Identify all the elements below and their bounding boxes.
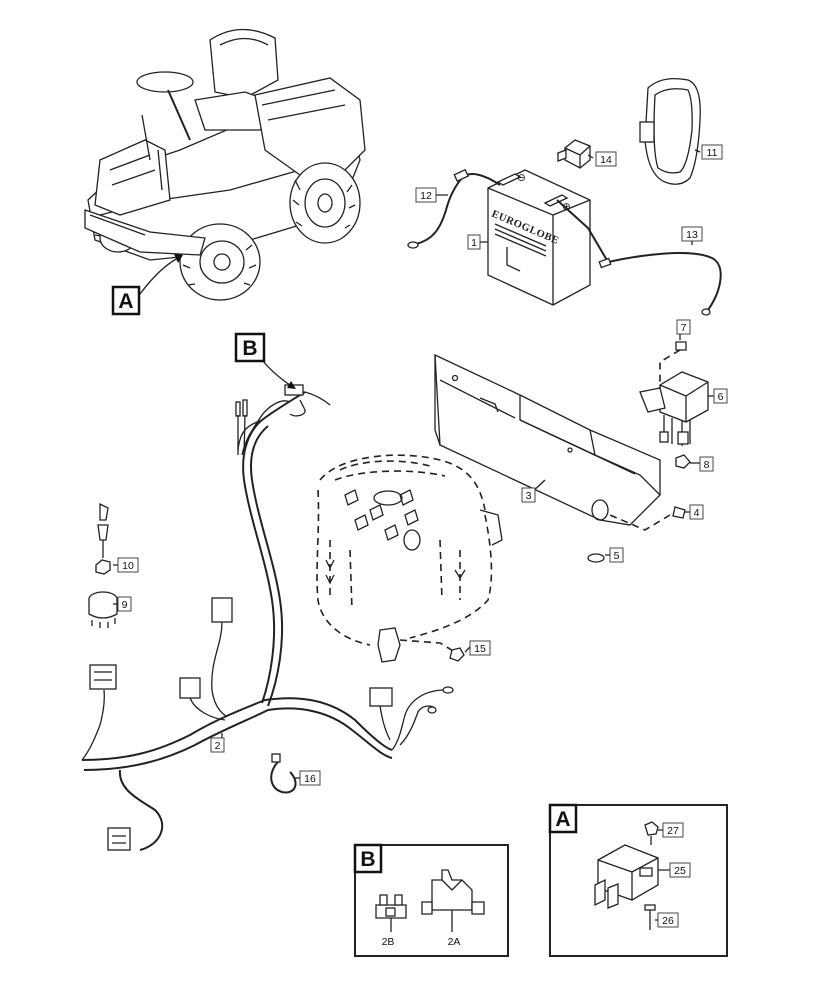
engine (316, 454, 503, 663)
callout-16: 16 (299, 770, 321, 786)
callout-2B: 2B (382, 936, 395, 948)
fuse-holder-14 (557, 139, 591, 169)
inset-a-tag: A (555, 808, 570, 831)
wiring-harness (81, 384, 454, 851)
svg-text:9: 9 (122, 599, 128, 611)
svg-text:16: 16 (304, 773, 316, 785)
riding-mower (84, 28, 366, 301)
svg-text:15: 15 (474, 643, 486, 655)
battery-bracket-3 (434, 353, 661, 526)
callout-12: 12 (415, 187, 437, 203)
ignition-switch-9 (88, 591, 118, 628)
callout-3: 3 (521, 487, 536, 503)
svg-text:4: 4 (694, 507, 700, 519)
screw-7 (675, 341, 687, 351)
view-b-tag: B (242, 337, 257, 360)
positive-cable (556, 199, 722, 311)
svg-text:5: 5 (614, 550, 620, 562)
bolt-path-4 (609, 514, 671, 531)
cable-tie-16 (270, 753, 297, 794)
callout-26: 26 (662, 915, 674, 927)
callout-13: 13 (681, 226, 703, 242)
inset-b-tag: B (360, 848, 375, 871)
svg-text:13: 13 (686, 229, 698, 241)
view-a-tag-box (111, 285, 141, 316)
callout-25: 25 (674, 865, 686, 877)
svg-text:11: 11 (707, 147, 718, 159)
positive-terminal-symbol: ⊕ (562, 201, 571, 213)
view-b-leader (261, 359, 294, 388)
callout-5: 5 (609, 547, 624, 563)
callout-10: 10 (117, 557, 139, 573)
callout-4: 4 (689, 504, 704, 520)
svg-text:12: 12 (420, 190, 432, 202)
screw-path-7 (659, 349, 681, 388)
starter-relay-6 (639, 371, 709, 446)
callout-2: 2 (210, 737, 225, 753)
svg-text:3: 3 (526, 490, 532, 502)
svg-text:2: 2 (215, 740, 221, 752)
key-nut-10 (95, 502, 111, 575)
inset-a: A 27 25 26 (548, 803, 728, 957)
callout-8: 8 (699, 456, 714, 472)
callout-6: 6 (713, 388, 728, 404)
svg-text:1: 1 (471, 237, 477, 249)
negative-terminal-symbol: ⊖ (517, 172, 526, 184)
callout-15: 15 (469, 640, 491, 656)
battery-strap-11 (639, 77, 701, 185)
svg-text:10: 10 (122, 560, 134, 572)
svg-text:6: 6 (718, 391, 724, 403)
nut-8 (675, 454, 691, 469)
callout-11: 11 (701, 144, 723, 160)
svg-text:8: 8 (704, 459, 710, 471)
view-a-leader (139, 257, 179, 295)
inset-b: B 2B 2A (353, 843, 509, 957)
callout-9: 9 (117, 596, 132, 612)
callout-27: 27 (667, 825, 679, 837)
svg-text:7: 7 (681, 322, 687, 334)
callout-7: 7 (676, 319, 691, 335)
callout-14: 14 (595, 151, 617, 167)
callout-1: 1 (467, 234, 481, 250)
view-b-tag-box (234, 332, 266, 363)
battery: ⊖ ⊕ EUROGLOBE (487, 169, 591, 306)
washer-5 (587, 553, 605, 563)
svg-text:14: 14 (600, 154, 612, 166)
view-a-tag: A (118, 290, 133, 313)
callout-2A: 2A (448, 936, 461, 948)
negative-cable (415, 173, 501, 245)
bolt-4 (672, 506, 686, 519)
